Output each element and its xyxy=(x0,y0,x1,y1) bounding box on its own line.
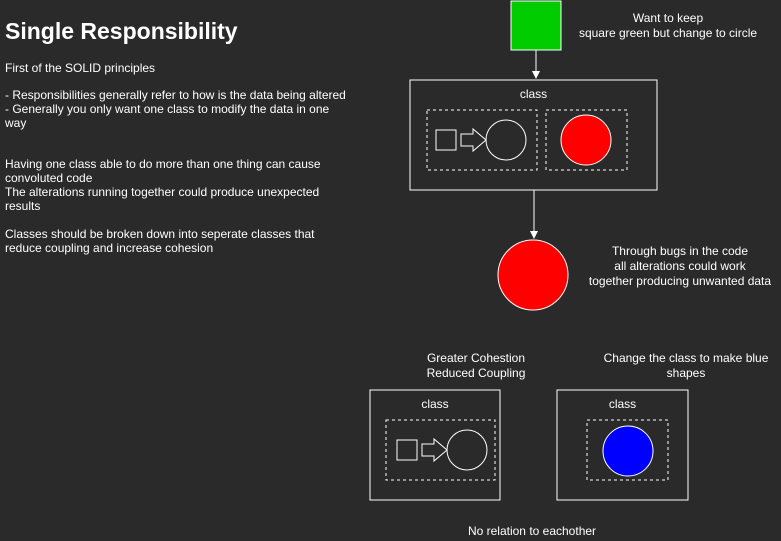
intro-paragraph: First of the SOLID principles xyxy=(5,61,350,75)
convoluted-paragraph: Having one class able to do more than on… xyxy=(5,157,350,213)
green-square xyxy=(510,0,562,51)
bugs-note-line: Through bugs in the code xyxy=(611,244,749,258)
breakdown-paragraph: Classes should be broken down into seper… xyxy=(5,227,350,255)
red-circle-dashed-box xyxy=(545,109,628,171)
paragraph-text: Having one class able to do more than on… xyxy=(5,157,321,185)
blue-circle xyxy=(602,425,654,477)
bugs-note: Through bugs in the code all alterations… xyxy=(580,244,780,289)
block-arrow-icon xyxy=(460,127,487,153)
block-arrow-icon xyxy=(421,437,448,463)
circle-outline-icon xyxy=(446,429,488,471)
top-note-line: Want to keep xyxy=(632,11,704,25)
paragraph-text: Classes should be broken down into seper… xyxy=(5,227,315,255)
paragraph-text: - Generally you only want one class to m… xyxy=(5,102,330,130)
left-transform-dashed-box xyxy=(385,419,496,481)
red-circle-small xyxy=(560,114,612,166)
cohesion-note: Greater Cohestion Reduced Coupling xyxy=(400,351,552,381)
right-class-box xyxy=(556,389,689,501)
red-circle-large xyxy=(497,239,569,311)
bugs-note-line: together producing unwanted data xyxy=(588,274,772,288)
main-class-label: class xyxy=(519,87,548,101)
small-square-icon xyxy=(396,439,418,461)
right-class-label: class xyxy=(608,397,637,411)
top-note-line: square green but change to circle xyxy=(578,26,758,40)
paragraph-text: - Responsibilities generally refer to ho… xyxy=(5,88,346,102)
left-class-label: class xyxy=(421,397,449,411)
cohesion-note-line: Reduced Coupling xyxy=(426,366,526,380)
paragraph-text: First of the SOLID principles xyxy=(5,61,156,75)
blue-circle-dashed-box xyxy=(586,419,669,481)
circle-outline-icon xyxy=(485,119,527,161)
transform-dashed-box xyxy=(426,109,538,171)
responsibilities-paragraph: - Responsibilities generally refer to ho… xyxy=(5,88,350,130)
small-square-icon xyxy=(435,129,457,151)
bugs-note-line: all alterations could work xyxy=(614,259,746,273)
blue-note-line: shapes xyxy=(666,366,706,380)
blue-note: Change the class to make blue shapes xyxy=(592,351,780,381)
page-title: Single Responsibility xyxy=(5,18,238,44)
cohesion-note-line: Greater Cohestion xyxy=(426,351,526,365)
paragraph-text: The alterations running together could p… xyxy=(5,185,320,213)
top-note: Want to keep square green but change to … xyxy=(560,11,776,41)
left-class-box xyxy=(369,389,501,501)
bottom-note: No relation to eachother xyxy=(467,524,597,538)
blue-note-line: Change the class to make blue xyxy=(603,351,769,365)
